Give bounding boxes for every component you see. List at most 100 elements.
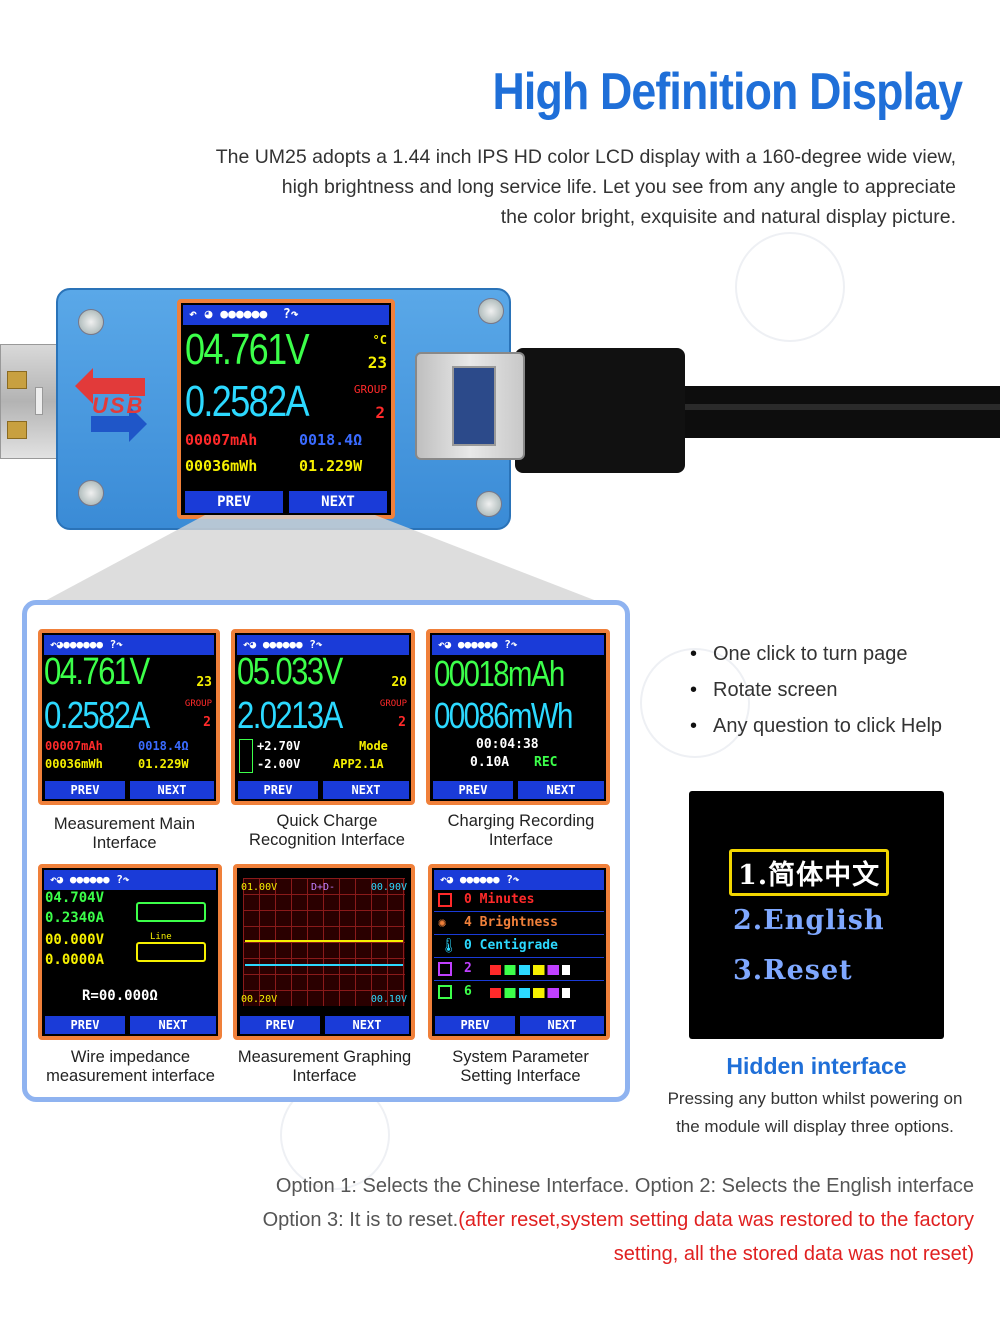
screw-icon bbox=[78, 309, 104, 335]
graph-bottom-left-label: 00.20V bbox=[241, 994, 278, 1005]
line-label: Line bbox=[150, 932, 172, 942]
voltage-readout: 04.704V bbox=[45, 890, 105, 906]
option-reset[interactable]: 3.Reset bbox=[733, 955, 853, 986]
caption-line: measurement interface bbox=[46, 1067, 215, 1085]
mah-readout: 00007mAh bbox=[45, 739, 103, 753]
prev-button[interactable]: PREV bbox=[433, 781, 513, 799]
lcd-status-bar: ↶◕ ●●●●●● ?↷ bbox=[434, 870, 604, 890]
screen-graphing: 01.00V D+D- 00.90V 00.20V 00.10V PREV NE… bbox=[233, 864, 415, 1040]
voltage-readout: 04.761V bbox=[44, 651, 150, 693]
caption-line: Charging Recording bbox=[447, 812, 595, 830]
cable-wire bbox=[680, 386, 1000, 438]
caption-line: System Parameter bbox=[452, 1048, 589, 1066]
intro-text: The UM25 adopts a 1.44 inch IPS HD color… bbox=[136, 142, 956, 232]
graph-top-right-label: 00.90V bbox=[370, 882, 407, 893]
screw-icon bbox=[476, 491, 502, 517]
screen-wire-impedance: ↶◕ ●●●●●● ?↷ 04.704V 0.2340A 00.000V 0.0… bbox=[38, 864, 222, 1040]
caption-system-parameter: System Parameter Setting Interface bbox=[418, 1048, 623, 1086]
mwh-readout: 00036mWh bbox=[185, 457, 258, 475]
setting-label: 2 bbox=[464, 961, 472, 976]
caption-line: Wire impedance bbox=[70, 1048, 191, 1066]
timer-icon bbox=[438, 893, 452, 907]
next-button[interactable]: NEXT bbox=[520, 1016, 604, 1034]
rec-status: REC bbox=[534, 755, 558, 770]
mode-label: Mode bbox=[359, 739, 388, 753]
settings-list: 0 Minutes ✺ 4 Brightness 🌡 0 Centigrade … bbox=[434, 890, 604, 1008]
reset-note: (after reset,system setting data was res… bbox=[458, 1209, 974, 1231]
setting-row-theme-2[interactable]: 6 bbox=[434, 982, 604, 1004]
lcd-status-bar: ↶◕●●●●●● ?↷ bbox=[44, 635, 214, 655]
thermometer-icon: 🌡 bbox=[440, 938, 458, 954]
caption-line: Interface bbox=[488, 831, 554, 849]
palette-icon bbox=[438, 985, 452, 999]
setting-row-theme[interactable]: 2 bbox=[434, 959, 604, 981]
watermark-logo bbox=[735, 232, 845, 342]
current-readout: 2.0213A bbox=[237, 695, 343, 737]
prev-button[interactable]: PREV bbox=[238, 781, 318, 799]
prev-button[interactable]: PREV bbox=[185, 491, 283, 513]
dminus-voltage: -2.00V bbox=[257, 757, 301, 771]
temp-unit: °C bbox=[372, 333, 387, 347]
voltage-readout: 04.761V bbox=[185, 325, 310, 374]
setting-row-brightness[interactable]: ✺ 4 Brightness bbox=[434, 913, 604, 935]
prev-button[interactable]: PREV bbox=[240, 1016, 320, 1034]
graph-top-left-label: 01.00V bbox=[241, 882, 278, 893]
caption-graphing: Measurement Graphing Interface bbox=[222, 1048, 427, 1086]
mwh-readout: 00086mWh bbox=[434, 695, 573, 736]
screw-icon bbox=[478, 298, 504, 324]
resistance-readout: R=00.000Ω bbox=[82, 988, 158, 1004]
setting-row-temperature[interactable]: 🌡 0 Centigrade bbox=[434, 936, 604, 958]
graph-bottom-right-label: 00.10V bbox=[370, 994, 407, 1005]
prev-button[interactable]: PREV bbox=[435, 1016, 515, 1034]
watt-readout: 01.229W bbox=[138, 757, 189, 771]
next-button[interactable]: NEXT bbox=[130, 1016, 216, 1034]
intro-line: the color bright, exquisite and natural … bbox=[500, 206, 956, 228]
lcd-status-bar: ↶◕ ●●●●●● ?↷ bbox=[432, 635, 604, 655]
screen-measurement-main: ↶◕●●●●●● ?↷ 04.761V 23 0.2582A GROUP 2 0… bbox=[38, 629, 220, 805]
prev-button[interactable]: PREV bbox=[45, 1016, 125, 1034]
hidden-interface-desc: Pressing any button whilst powering on t… bbox=[640, 1085, 990, 1141]
graph-grid bbox=[243, 878, 405, 1006]
caption-line: Quick Charge bbox=[276, 812, 378, 830]
option-3-text: Option 3: It is to reset. bbox=[262, 1209, 459, 1231]
mah-readout: 00007mAh bbox=[185, 431, 258, 449]
usb-logo-text: USB bbox=[92, 393, 145, 418]
setting-row-timeout[interactable]: 0 Minutes bbox=[434, 890, 604, 912]
temp-readout: 23 bbox=[367, 353, 387, 372]
dplus-voltage: +2.70V bbox=[257, 739, 301, 753]
screen-system-parameter: ↶◕ ●●●●●● ?↷ 0 Minutes ✺ 4 Brightness 🌡 … bbox=[428, 864, 610, 1040]
caption-line: Measurement Main bbox=[53, 815, 196, 833]
feature-list: One click to turn page Rotate screen Any… bbox=[690, 636, 942, 744]
mwh-readout: 00036mWh bbox=[45, 757, 103, 771]
temp-readout: 23 bbox=[196, 675, 212, 690]
option-line: Option 1: Selects the Chinese Interface.… bbox=[275, 1175, 974, 1197]
prev-button[interactable]: PREV bbox=[45, 781, 125, 799]
current-readout: 0.2582A bbox=[44, 695, 150, 737]
feature-item: Any question to click Help bbox=[690, 708, 942, 744]
voltage-readout: 05.033V bbox=[237, 651, 343, 693]
device-lcd-screen: ↶ ◕ ●●●●●● ?↷ 04.761V °C 23 0.2582A GROU… bbox=[177, 299, 395, 519]
option-english[interactable]: 2.English bbox=[733, 905, 885, 936]
reset-note-cont: setting, all the stored data was not res… bbox=[613, 1243, 974, 1265]
option-chinese[interactable]: 1.简体中文 bbox=[729, 849, 890, 896]
group-value: 2 bbox=[398, 715, 406, 730]
cable-highlight bbox=[680, 404, 1000, 410]
intro-line: high brightness and long service life. L… bbox=[281, 176, 956, 198]
next-button[interactable]: NEXT bbox=[130, 781, 214, 799]
next-button[interactable]: NEXT bbox=[289, 491, 387, 513]
hidden-interface-title: Hidden interface bbox=[726, 1053, 907, 1079]
usb-swap-icon bbox=[75, 368, 147, 442]
temp-readout: 20 bbox=[391, 675, 407, 690]
caption-line: Measurement Graphing bbox=[237, 1048, 412, 1066]
setting-label: 0 Minutes bbox=[464, 892, 535, 907]
options-explanation: Option 1: Selects the Chinese Interface.… bbox=[74, 1169, 974, 1271]
caption-line: Recognition Interface bbox=[249, 831, 405, 849]
caption-line: Interface bbox=[92, 834, 157, 852]
mah-readout: 00018mAh bbox=[434, 653, 565, 694]
next-button[interactable]: NEXT bbox=[325, 1016, 409, 1034]
line-current-readout: 0.0000A bbox=[45, 952, 105, 968]
next-button[interactable]: NEXT bbox=[518, 781, 604, 799]
elapsed-time: 00:04:38 bbox=[476, 737, 539, 752]
hidden-interface-screen: 1.简体中文 2.English 3.Reset bbox=[689, 791, 944, 1039]
next-button[interactable]: NEXT bbox=[323, 781, 409, 799]
